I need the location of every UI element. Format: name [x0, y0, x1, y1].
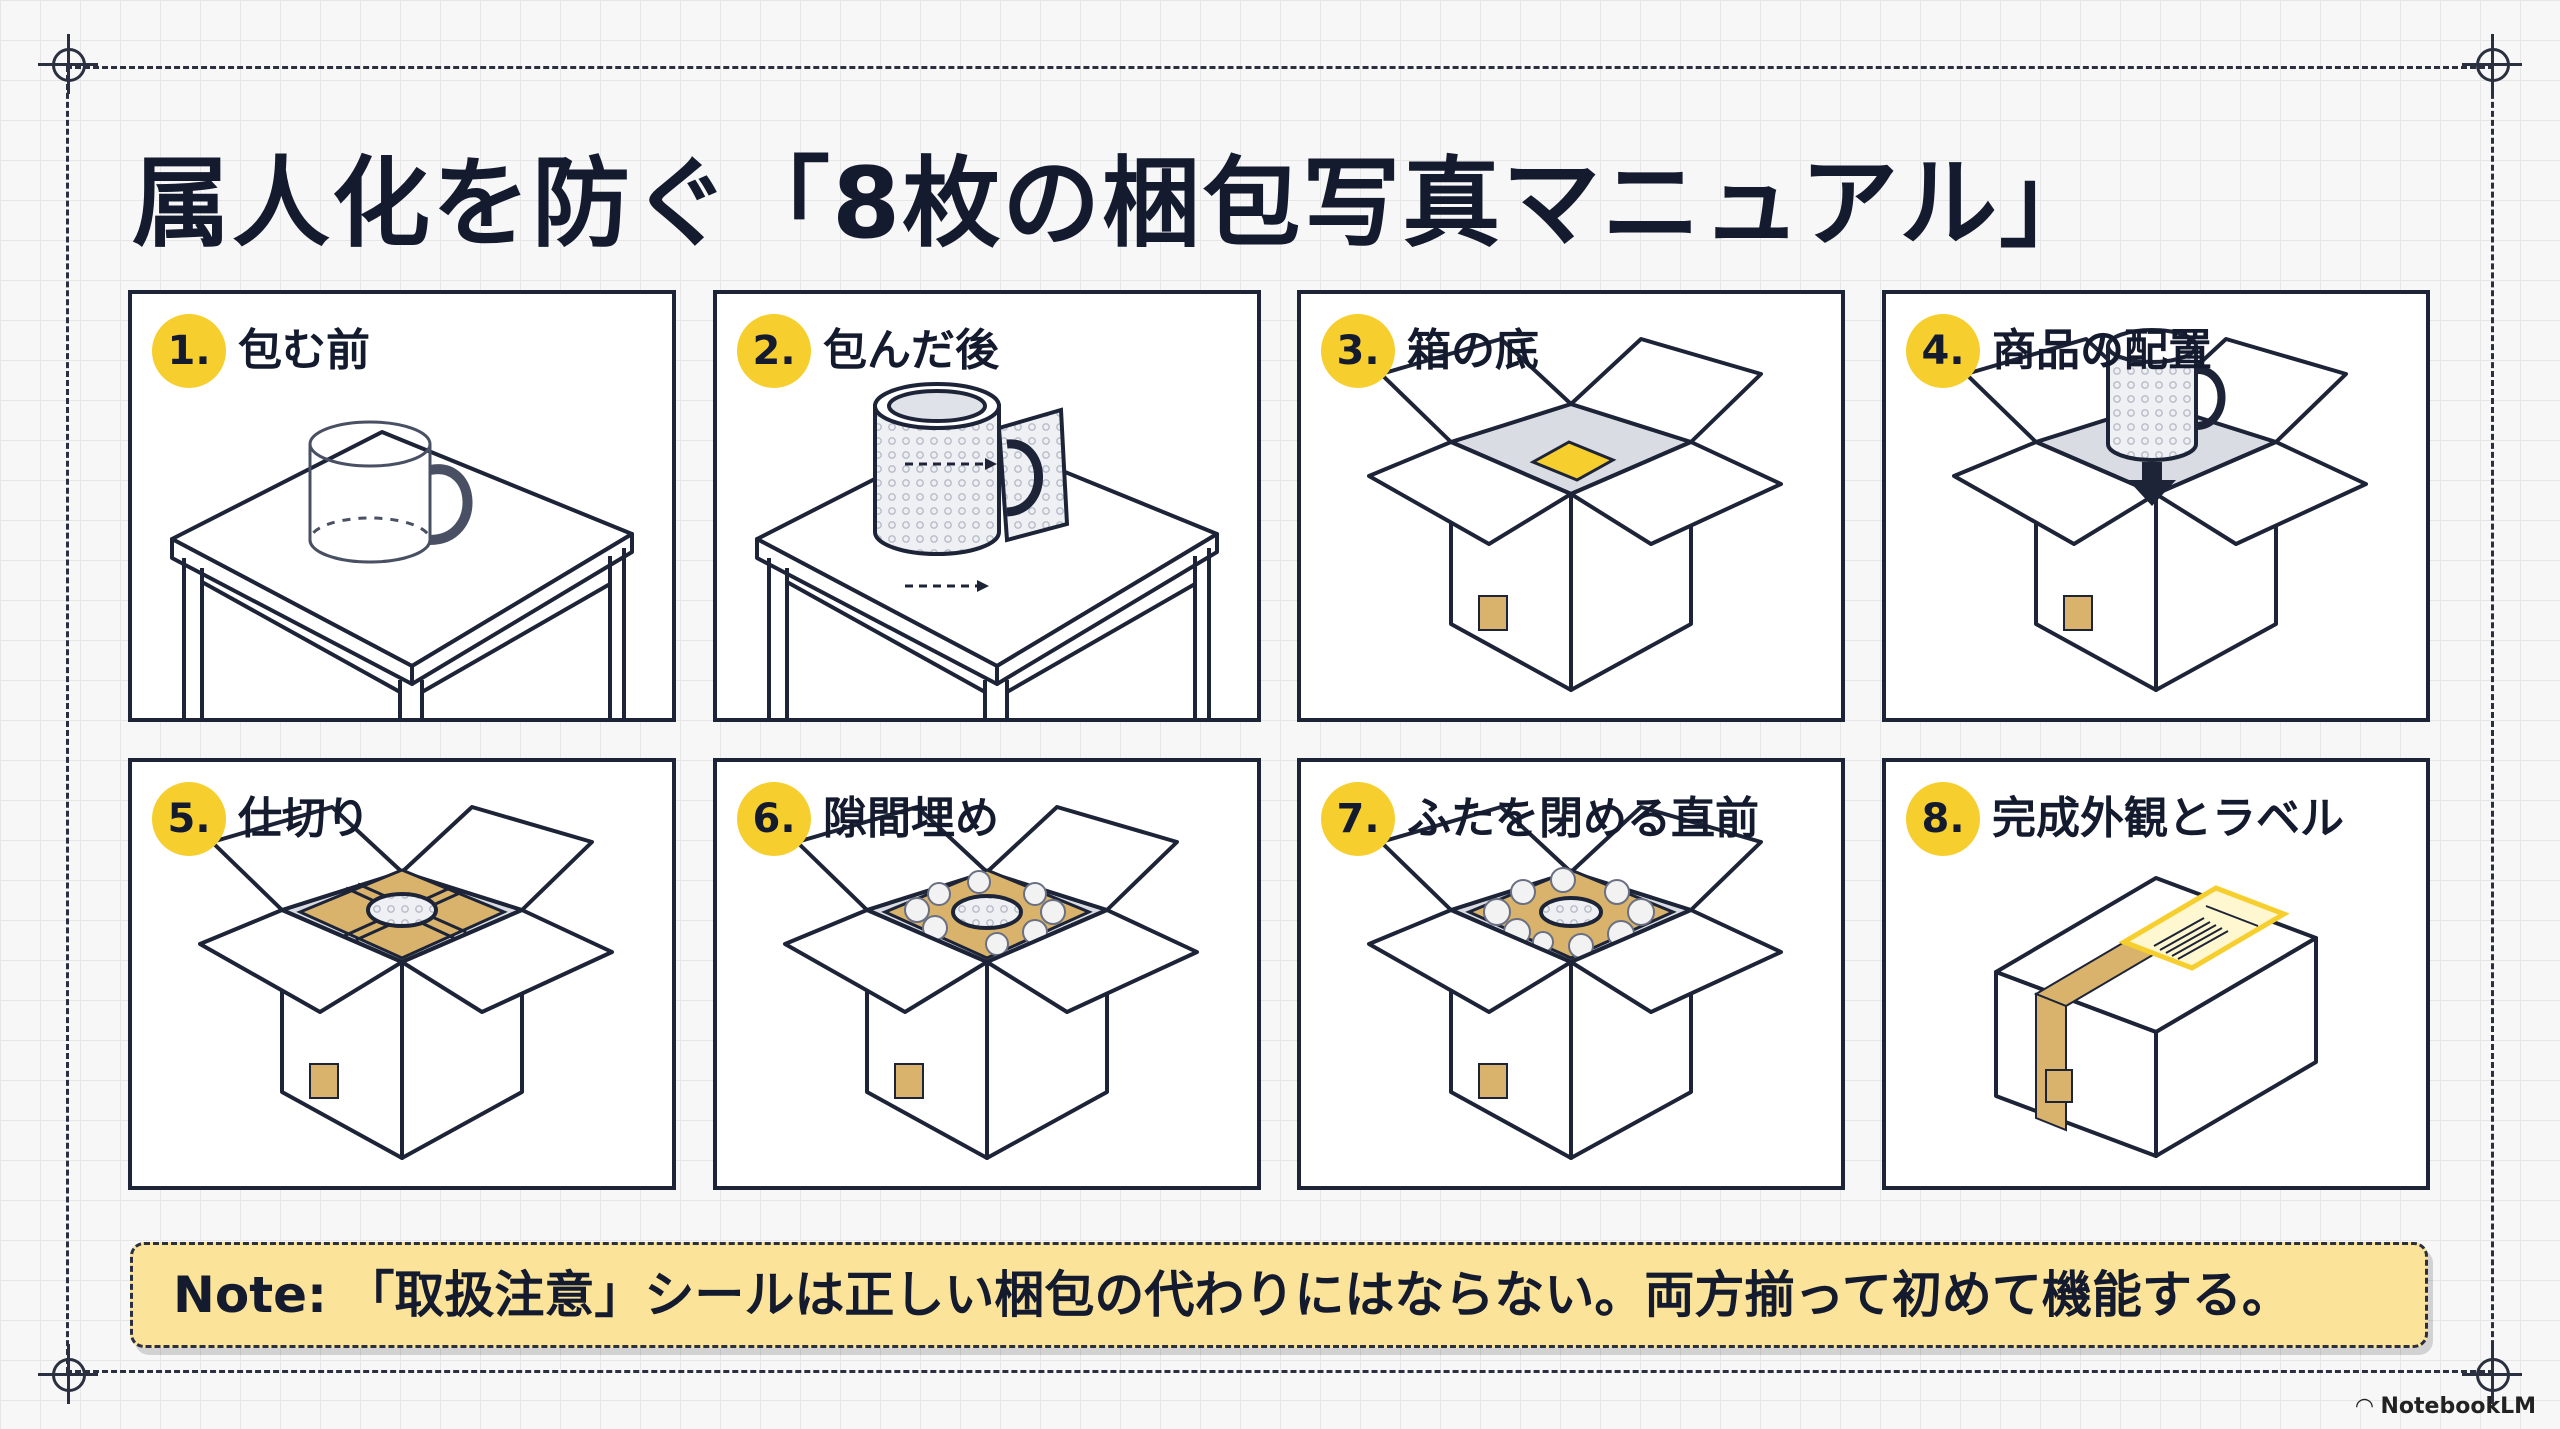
step-number-badge: 3.	[1321, 314, 1395, 388]
step-card-2: 2. 包んだ後	[713, 290, 1261, 722]
step-number-badge: 6.	[737, 782, 811, 856]
step-card-6: 6. 隙間埋め	[713, 758, 1261, 1190]
registration-mark-icon	[38, 1344, 98, 1404]
page-title: 属人化を防ぐ「8枚の梱包写真マニュアル」	[132, 147, 2100, 261]
brand-mark: ◠ NotebookLM	[2356, 1394, 2536, 1419]
step-card-3: 3. 箱の底	[1297, 290, 1845, 722]
step-number-badge: 5.	[152, 782, 226, 856]
step-number-badge: 1.	[152, 314, 226, 388]
step-label: ふたを閉める直前	[1407, 793, 1759, 844]
wrapped-mug-on-table-icon	[755, 382, 1219, 718]
note-text: 「取扱注意」シールは正しい梱包の代わりにはならない。両方揃って初めて機能する。	[344, 1266, 2292, 1324]
step-number-badge: 4.	[1906, 314, 1980, 388]
step-number-badge: 7.	[1321, 782, 1395, 856]
box-before-closing-icon	[1367, 805, 1783, 1160]
step-label: 包んだ後	[823, 325, 999, 376]
step-label: 隙間埋め	[823, 793, 999, 844]
note-box: Note: 「取扱注意」シールは正しい梱包の代わりにはならない。両方揃って初めて…	[130, 1242, 2428, 1348]
notebooklm-logo-icon: ◠	[2355, 1394, 2381, 1419]
step-label: 完成外観とラベル	[1992, 793, 2344, 844]
dashed-frame	[66, 66, 2494, 1373]
step-card-5: 5. 仕切り	[128, 758, 676, 1190]
step-label: 箱の底	[1407, 325, 1539, 376]
sealed-box-label-icon	[1994, 876, 2318, 1158]
step-number-badge: 8.	[1906, 782, 1980, 856]
registration-mark-icon	[2462, 1344, 2522, 1404]
registration-mark-icon	[38, 34, 98, 94]
mug-on-table-icon	[170, 420, 634, 718]
step-card-8: 8. 完成外観とラベル	[1882, 758, 2430, 1190]
box-filler-icon	[783, 805, 1199, 1160]
step-card-1: 1. 包む前	[128, 290, 676, 722]
step-card-4: 4. 商品の配置	[1882, 290, 2430, 722]
brand-name: NotebookLM	[2380, 1394, 2536, 1419]
step-label: 仕切り	[238, 793, 370, 844]
step-card-7: 7. ふたを閉める直前	[1297, 758, 1845, 1190]
place-item-in-box-icon	[1952, 328, 2368, 692]
registration-mark-icon	[2462, 34, 2522, 94]
box-divider-icon	[198, 805, 614, 1160]
step-label: 包む前	[238, 325, 370, 376]
step-number-badge: 2.	[737, 314, 811, 388]
box-bottom-cushion-icon	[1367, 337, 1783, 692]
note-prefix: Note:	[173, 1266, 328, 1324]
step-label: 商品の配置	[1992, 325, 2212, 376]
